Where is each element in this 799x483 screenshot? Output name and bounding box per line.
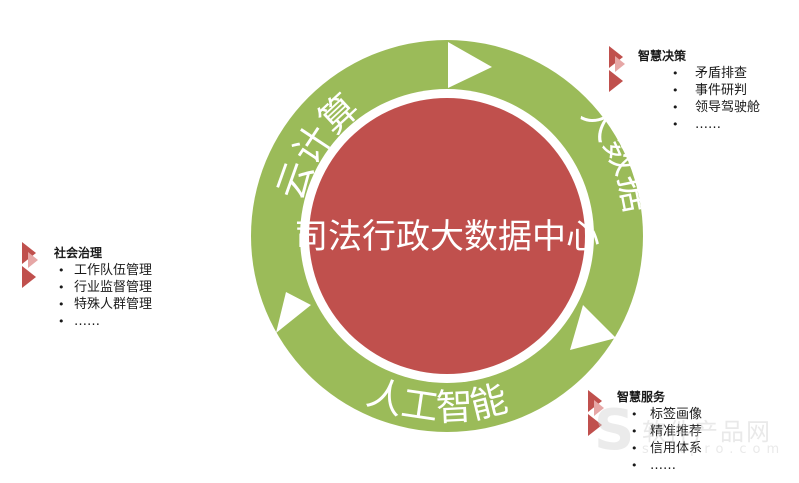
panel-governance: 社会治理 •工作队伍管理 •行业监督管理 •特殊人群管理 •…… (54, 244, 153, 330)
center-circle (309, 98, 585, 374)
list-item: •行业监督管理 (58, 280, 153, 295)
governance-marker-icon (22, 242, 38, 288)
arrow-top-icon (448, 42, 492, 88)
list-item: •事件研判 (672, 83, 748, 98)
list-item: •…… (631, 458, 676, 473)
service-marker-icon (588, 390, 604, 436)
list-item: •特殊人群管理 (58, 297, 153, 312)
panel-governance-title: 社会治理 (54, 246, 103, 260)
panel-decision-list: •矛盾排查 •事件研判 •领导驾驶舱 •…… (638, 65, 761, 133)
list-item: •矛盾排查 (672, 66, 748, 81)
panel-governance-list: •工作队伍管理 •行业监督管理 •特殊人群管理 •…… (54, 262, 153, 330)
arrow-left-icon (276, 292, 311, 333)
list-item: •…… (58, 314, 100, 329)
panel-service: 智慧服务 •标签画像 •精准推荐 •信用体系 •…… (617, 388, 703, 474)
center-label: 司法行政大数据中心 (294, 217, 600, 257)
panel-decision: 智慧决策 •矛盾排查 •事件研判 •领导驾驶舱 •…… (638, 47, 761, 133)
list-item: •信用体系 (631, 441, 703, 456)
decision-marker-icon (609, 46, 625, 92)
list-item: •精准推荐 (631, 424, 703, 439)
list-item: •工作队伍管理 (58, 263, 153, 278)
panel-service-title: 智慧服务 (617, 390, 666, 404)
arrow-right-icon (570, 305, 616, 350)
list-item: •…… (672, 117, 721, 132)
panel-service-list: •标签画像 •精准推荐 •信用体系 •…… (617, 406, 703, 474)
list-item: •领导驾驶舱 (672, 100, 761, 115)
list-item: •标签画像 (631, 407, 703, 422)
panel-decision-title: 智慧决策 (638, 49, 687, 63)
